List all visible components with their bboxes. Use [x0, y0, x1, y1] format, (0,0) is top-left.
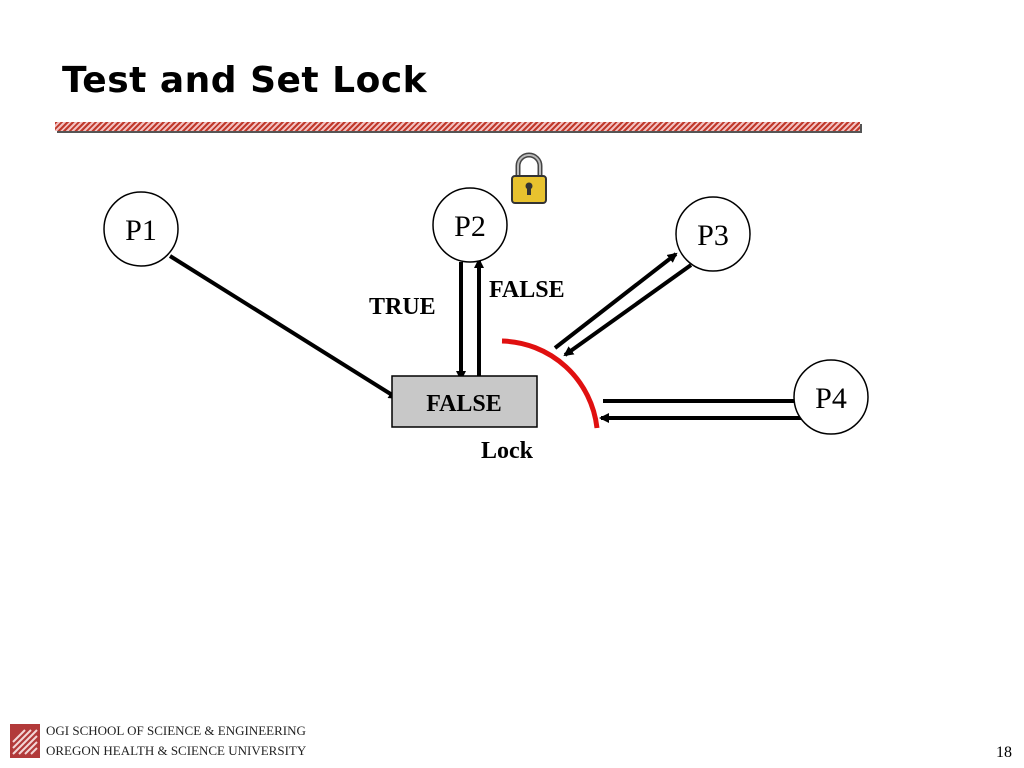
padlock-icon: [511, 152, 547, 204]
label-false: FALSE: [489, 277, 565, 303]
edge-p3-to-barrier: [563, 263, 693, 357]
page-number: 18: [996, 744, 1012, 761]
slide-title: Test and Set Lock: [62, 60, 428, 101]
footer-school-name: OGI SCHOOL OF SCIENCE & ENGINEERING: [46, 723, 306, 738]
node-label: P3: [697, 219, 729, 252]
title-rule: [55, 122, 860, 131]
lock-variable-box: FALSE: [391, 375, 538, 428]
process-node-p1: P1: [103, 191, 179, 267]
lock-box-value: FALSE: [426, 391, 502, 417]
lock-barrier-arc: [501, 338, 600, 429]
footer-university-name: OREGON HEALTH & SCIENCE UNIVERSITY: [46, 743, 307, 758]
edge-p1-to-lock: [168, 254, 399, 400]
lock-label: Lock: [481, 438, 534, 464]
process-node-p3: P3: [675, 196, 751, 272]
process-node-p4: P4: [793, 359, 869, 435]
footer-branding: OGI SCHOOL OF SCIENCE & ENGINEERING OREG…: [8, 722, 328, 762]
label-true: TRUE: [369, 294, 436, 320]
node-label: P2: [454, 210, 486, 243]
edge-barrier-to-p3: [553, 252, 678, 350]
process-node-p2: P2: [432, 187, 508, 263]
university-logo: [10, 724, 40, 758]
node-label: P1: [125, 214, 157, 247]
node-label: P4: [815, 382, 847, 415]
